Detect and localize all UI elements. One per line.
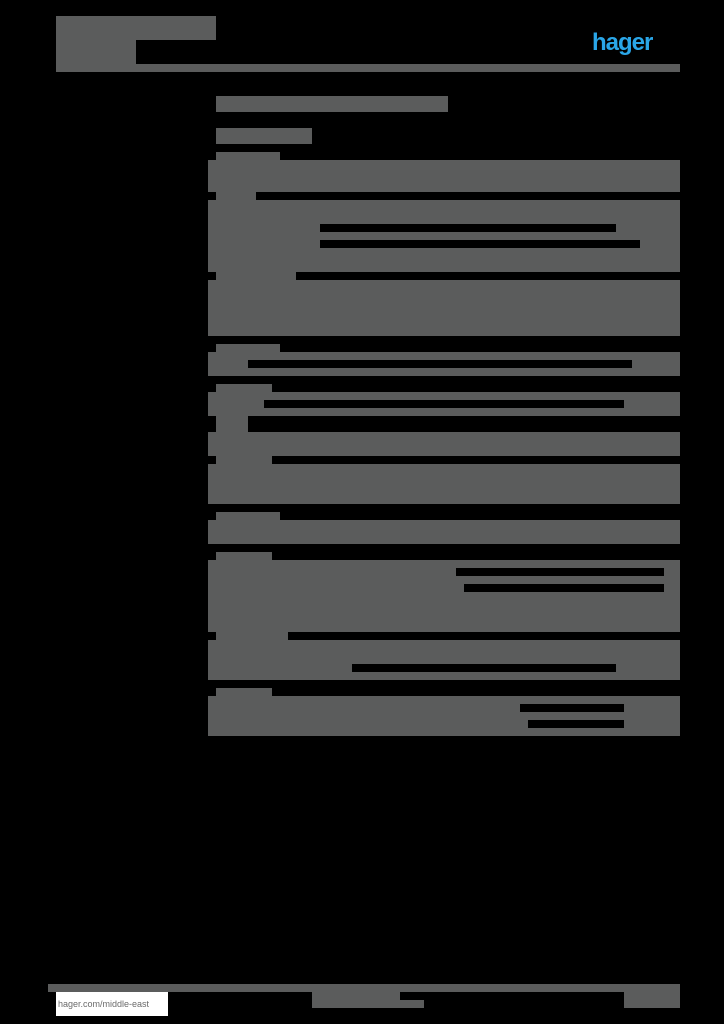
footer-right-block: [redacted] <box>624 984 680 1008</box>
footer-rule <box>48 984 680 992</box>
section-label: [redacted] <box>216 512 280 522</box>
section-label: [redacted] <box>216 152 280 162</box>
spec-table <box>208 464 680 504</box>
spec-table <box>208 160 680 192</box>
section-label: [redacted] <box>216 344 280 354</box>
section-label: [redacted] <box>216 192 256 202</box>
page-heading: [redacted] <box>216 96 448 112</box>
section-label: [redacted] <box>216 688 272 698</box>
section-label: [redacted] <box>216 270 296 280</box>
section-label: [redacted] <box>216 630 288 640</box>
section-label: [redacted] <box>216 384 272 394</box>
page-subheading: [redacted] <box>216 128 312 144</box>
header-rule <box>56 64 680 72</box>
footer-center-block-2 <box>312 1000 424 1008</box>
footer-center-block: [redacted] <box>312 992 400 1000</box>
section-label: [redacted] <box>216 456 272 466</box>
section-label: [redacted] <box>216 416 248 432</box>
spec-table <box>208 280 680 336</box>
header-title-block: [redacted] <box>56 16 216 40</box>
spec-table <box>208 696 680 736</box>
hager-logo[interactable]: hager <box>592 29 653 56</box>
spec-table <box>208 640 680 680</box>
spec-table <box>208 200 680 272</box>
website-link[interactable]: hager.com/middle-east <box>56 992 168 1016</box>
section-label: [redacted] <box>216 552 272 562</box>
spec-table <box>208 520 680 544</box>
spec-table <box>208 432 680 456</box>
header-subtitle-block: [redacted] <box>56 40 136 65</box>
